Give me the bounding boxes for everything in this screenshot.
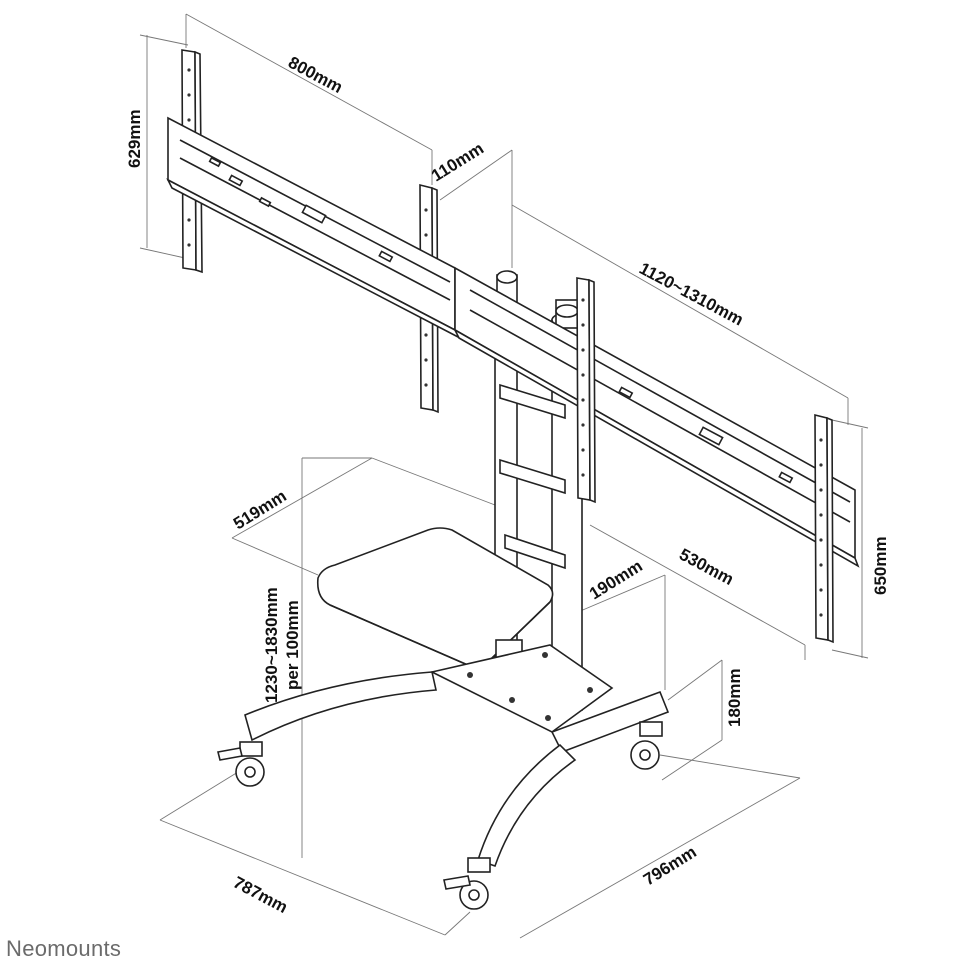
label-height-step: per 100mm — [283, 600, 302, 690]
label-796mm: 796mm — [640, 842, 700, 889]
caster-front-left — [217, 741, 265, 787]
brand-logo-text: Neomounts — [6, 936, 122, 961]
right-mounting-rail — [576, 277, 834, 644]
label-height-range: 1230~1830mm — [262, 587, 281, 703]
casters — [217, 721, 663, 910]
label-629mm: 629mm — [125, 109, 144, 168]
label-530mm: 530mm — [676, 545, 737, 589]
right-bracket-plate — [453, 266, 860, 568]
label-1120-1310mm: 1120~1310mm — [636, 259, 746, 330]
label-800mm: 800mm — [285, 53, 346, 97]
left-bracket-plate — [166, 116, 463, 341]
label-110mm: 110mm — [428, 139, 487, 186]
label-180mm: 180mm — [725, 668, 744, 727]
caster-front — [443, 857, 491, 910]
label-787mm: 787mm — [230, 873, 291, 917]
caster-right — [630, 721, 663, 770]
dimension-lines — [139, 13, 869, 939]
base-frame — [244, 644, 670, 868]
label-650mm: 650mm — [871, 536, 890, 595]
